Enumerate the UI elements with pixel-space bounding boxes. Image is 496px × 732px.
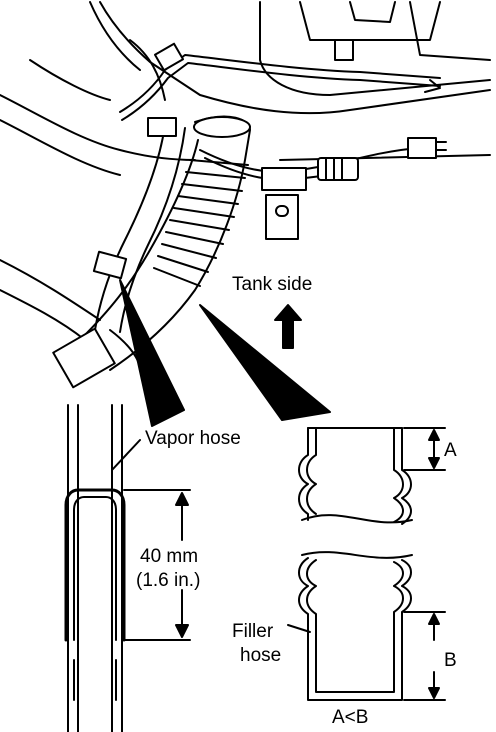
filler-hose-label-line1: Filler	[232, 621, 274, 642]
dimension-in-label: (1.6 in.)	[136, 570, 201, 591]
filler-hose-label-line2: hose	[240, 645, 282, 666]
vapor-hose	[92, 117, 186, 333]
filler-callout-pointer	[199, 304, 331, 421]
fuel-line	[119, 42, 441, 121]
tank-side-arrow	[274, 304, 302, 349]
relation-label: A<B	[332, 707, 369, 728]
dimension-mm-label: 40 mm	[140, 546, 199, 567]
filler-hose	[52, 115, 251, 389]
filler-hose-detail-lower	[287, 551, 446, 701]
tank-side-label: Tank side	[232, 274, 313, 295]
vapor-hose-label: Vapor hose	[145, 428, 241, 449]
dim-b-label: B	[444, 650, 457, 671]
filler-hose-detail-upper	[298, 427, 446, 525]
dim-a-label: A	[444, 440, 457, 461]
vehicle-body-structure	[0, 1, 491, 341]
vapor-callout-pointer	[119, 279, 185, 427]
wire-harness	[199, 137, 447, 240]
vapor-hose-detail	[64, 404, 191, 732]
